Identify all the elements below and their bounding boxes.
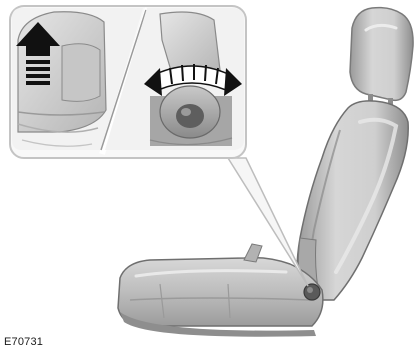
figure-code-label: E70731 [4,335,43,349]
headrest [350,8,413,101]
seat-cushion [118,258,323,326]
detail-inset [10,6,246,158]
